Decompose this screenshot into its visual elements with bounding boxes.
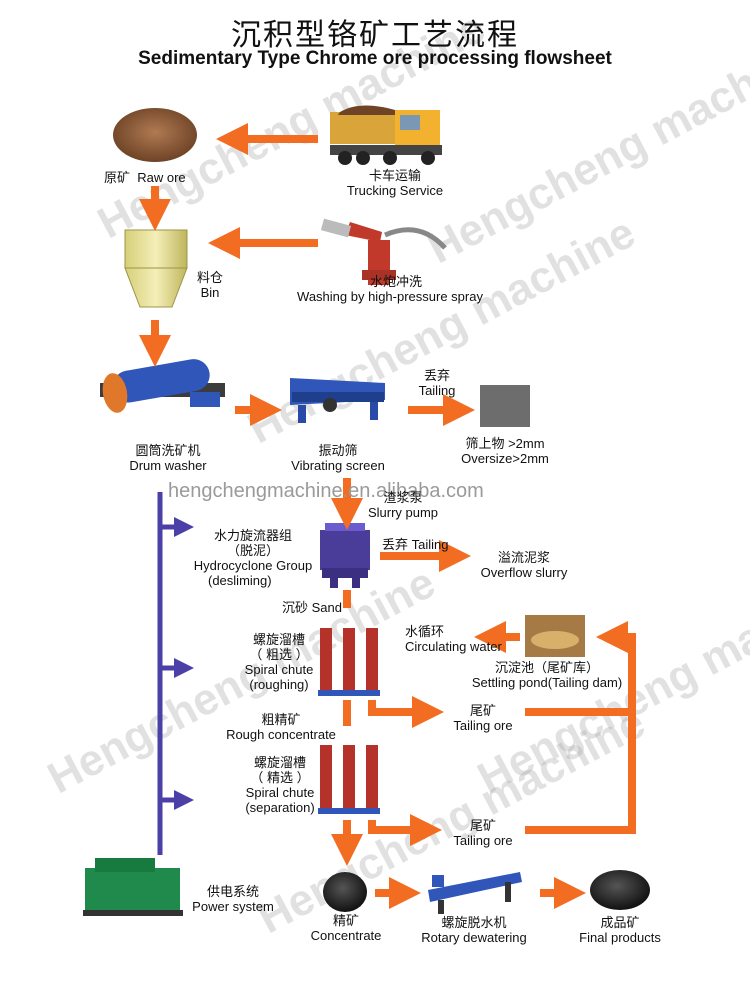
page-title: 沉积型铬矿工艺流程 [231,18,519,53]
hydrocyclone-label: 水力旋流器组（脱泥）Hydrocyclone Group(desliming) [193,528,313,588]
raw-ore-icon [113,108,197,162]
truck-icon [330,105,442,165]
vibrating-screen-icon [290,378,385,423]
spiral-chute-roughing-label: 螺旋溜槽（ 粗选 ）Spiral chute(roughing) [244,632,314,692]
settling-pond-label: 沉淀池（尾矿库）Settling pond(Tailing dam) [471,660,623,690]
oversize-pile-icon [480,385,530,427]
bin-icon [124,229,188,308]
spiral-chute-separation-icon [318,745,380,814]
water-cannon-icon [320,218,447,285]
sand-label: 沉砂 Sand [282,600,342,615]
spiral-chute-separation-label: 螺旋溜槽（ 精选 ）Spiral chute(separation) [245,755,315,815]
tailing-discard-label: 丢弃 Tailing [382,537,449,552]
drum-washer-icon [100,359,225,413]
spiral-chute-roughing-icon [318,628,380,696]
hydrocyclone-icon [320,523,370,588]
watermark-url: hengchengmachine.en.alibaba.com [168,480,484,502]
page-subtitle: Sedimentary Type Chrome ore processing f… [138,48,612,69]
settling-pond-icon [525,615,585,657]
concentrate-pile-icon [323,872,367,912]
generator-icon [83,858,183,916]
raw-ore-label: 原矿 Raw ore [104,170,186,185]
final-products-pile-icon [590,870,650,910]
power-lines [157,492,194,855]
flow-arrows [139,123,636,909]
rotary-dewatering-icon [428,872,522,914]
